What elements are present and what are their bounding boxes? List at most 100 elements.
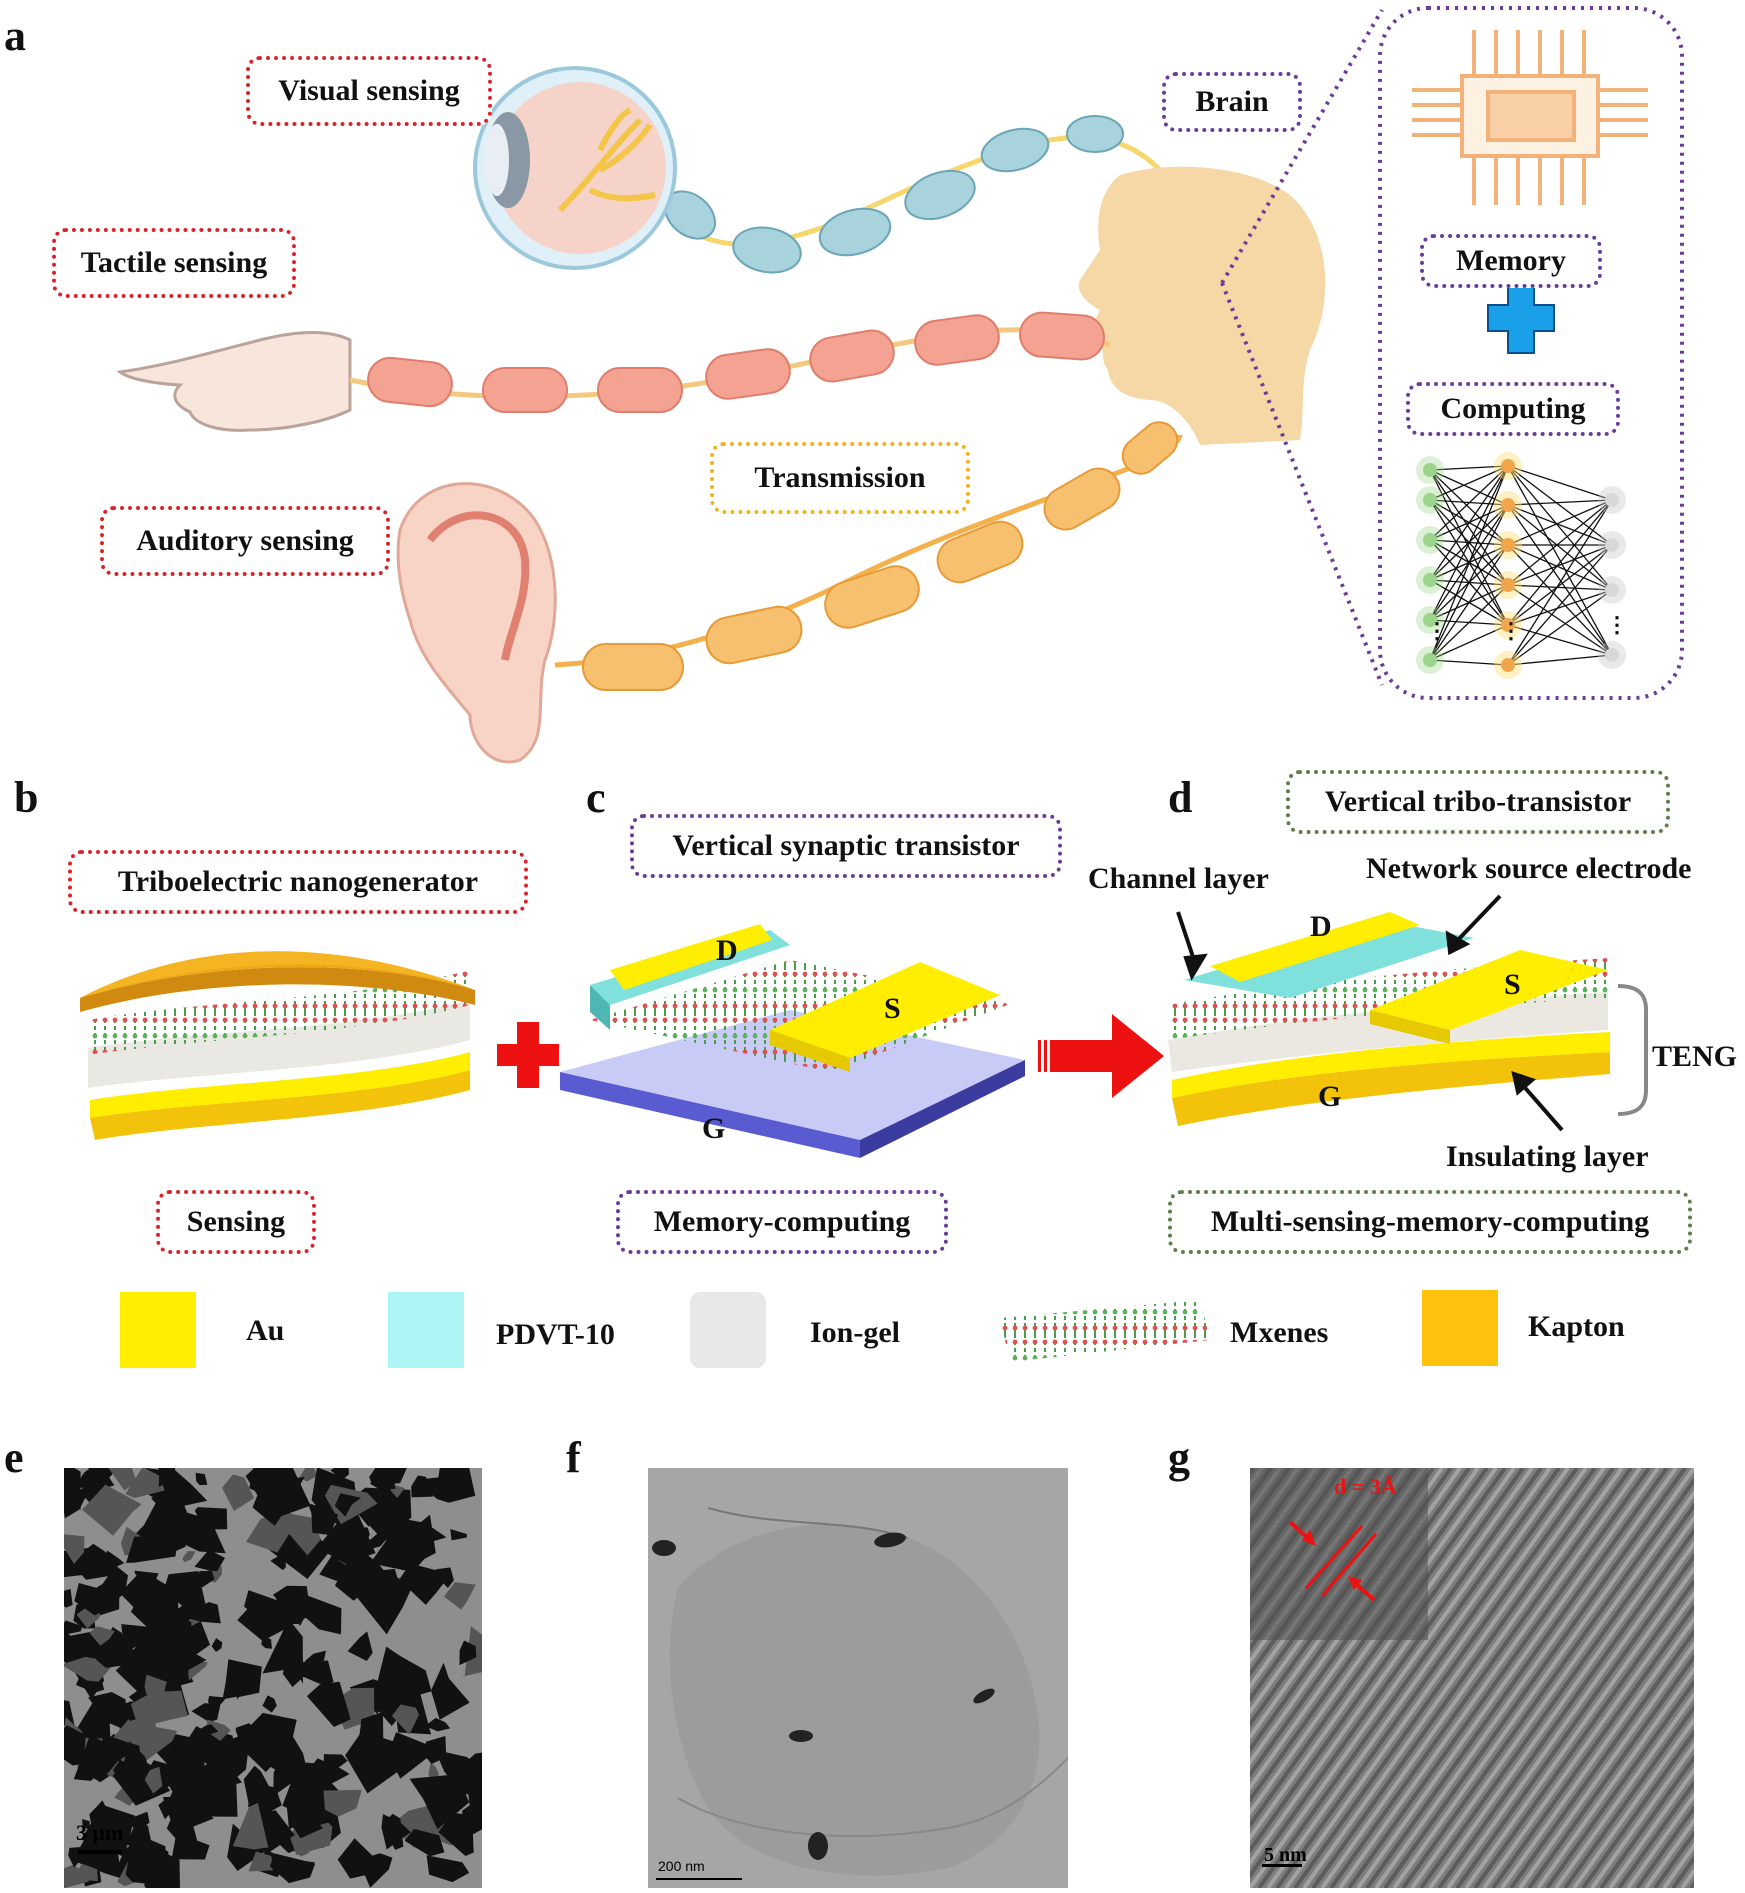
mxene-flake (158, 1468, 176, 1487)
lattice-fringe (1626, 1792, 1694, 1888)
lattice-fringe (1347, 1468, 1651, 1888)
tactile-sensing-label: Tactile sensing (52, 228, 296, 298)
mxene-flake (198, 1773, 232, 1806)
insulating-layer-label: Insulating layer (1446, 1140, 1649, 1173)
mxene-flake (386, 1656, 432, 1701)
mxene-flake (183, 1602, 221, 1624)
legend-label-kapton: Kapton (1528, 1310, 1625, 1343)
gate-label-c: G (702, 1112, 726, 1145)
lattice-fringe (1419, 1502, 1694, 1888)
mxene-flake (347, 1631, 373, 1662)
mxene-flake (141, 1497, 193, 1542)
source-label-d: S (1504, 968, 1521, 1001)
mxene-flake (64, 1865, 90, 1888)
mxene-flake (270, 1553, 286, 1571)
mxene-flake (125, 1468, 165, 1499)
mxene-flake (144, 1674, 167, 1695)
brain-zoom-box (1378, 6, 1684, 700)
lattice-fringe (1527, 1653, 1694, 1888)
legend-swatch-iongel (690, 1292, 766, 1368)
mxene-flake (425, 1717, 451, 1732)
teng-label: TENG (1652, 1040, 1738, 1073)
mxene-flake (113, 1759, 139, 1779)
mxene-flake (144, 1850, 180, 1888)
mxene-flake (139, 1609, 193, 1672)
mxene-flake (83, 1468, 118, 1482)
lattice-fringe (1257, 1468, 1561, 1888)
neural-network-diagram (1429, 465, 1613, 666)
tribo-transistor-title: Vertical tribo-transistor (1286, 770, 1670, 834)
lattice-fringe (1545, 1678, 1694, 1888)
legend-label-mxenes: Mxenes (1230, 1316, 1329, 1349)
mxene-flake (194, 1507, 228, 1530)
panel-label-f: f (566, 1433, 581, 1482)
panel-label-g: g (1168, 1433, 1190, 1482)
mxene-flake (82, 1484, 142, 1536)
mxene-flake (293, 1762, 323, 1792)
nn-dots-output: ⋮ (1606, 612, 1628, 637)
mxene-flake (222, 1474, 255, 1512)
scale-bar-e (78, 1850, 122, 1854)
lattice-fringe (1356, 1468, 1660, 1888)
mxene-flake (291, 1819, 323, 1839)
lattice-fringe (1473, 1577, 1694, 1888)
mxene-flake (334, 1493, 362, 1517)
mxene-flake (311, 1507, 339, 1535)
mxene-flake (409, 1774, 470, 1830)
mxene-flake (64, 1629, 78, 1667)
nn-output-node (1605, 538, 1619, 552)
lattice-fringe (1608, 1766, 1694, 1888)
lattice-fringe (1250, 1468, 1516, 1842)
legend-label-pdvt: PDVT-10 (496, 1318, 615, 1351)
lattice-fringe (1617, 1779, 1694, 1888)
lattice-fringe (1329, 1468, 1633, 1888)
mxene-flake (262, 1695, 277, 1713)
tribo-transistor-device (1168, 912, 1610, 1126)
mxene-flake (196, 1756, 243, 1790)
mxene-flake (430, 1662, 470, 1720)
mxene-flake (261, 1635, 272, 1649)
mxene-flake (82, 1818, 90, 1830)
mxene-flake (412, 1477, 433, 1493)
lattice-fringe (1446, 1540, 1694, 1888)
nn-input-node (1423, 463, 1437, 477)
mxene-flake (245, 1468, 288, 1506)
lattice-fringe (1599, 1754, 1694, 1888)
mxene-flake (64, 1588, 73, 1608)
mxene-flake (330, 1468, 349, 1481)
mxene-flake (243, 1724, 256, 1738)
tactile-nerve-segments (367, 311, 1105, 413)
mxene-flake (208, 1695, 227, 1715)
lattice-fringe (1455, 1552, 1694, 1888)
mxene-flake (88, 1691, 128, 1722)
lattice-fringe (1554, 1691, 1694, 1888)
lattice-fringe (1250, 1468, 1507, 1829)
lattice-fringe (1482, 1590, 1694, 1888)
lattice-fringe (1250, 1468, 1525, 1854)
mxene-flake (466, 1752, 482, 1779)
mxene-flake (435, 1567, 454, 1588)
mxene-flake (195, 1472, 208, 1486)
panel-label-d: d (1168, 773, 1193, 822)
mxene-flake (77, 1864, 98, 1882)
synaptic-transistor-title: Vertical synaptic transistor (630, 814, 1062, 878)
device-schematics (80, 894, 1648, 1158)
mxene-flake (64, 1731, 86, 1766)
mxene-flake (126, 1536, 178, 1563)
mxene-flake (182, 1551, 196, 1563)
memory-label: Memory (1420, 234, 1602, 288)
scale-label-e: 3 μm (76, 1820, 124, 1845)
mxene-flake (369, 1468, 407, 1486)
mxene-flake (443, 1582, 476, 1610)
lattice-fringe (1311, 1468, 1615, 1888)
panel-label-a: a (4, 11, 26, 60)
mxene-flake (89, 1626, 115, 1646)
sensing-caption: Sensing (156, 1190, 316, 1254)
mxene-flake (211, 1638, 223, 1652)
teng-bracket (1617, 984, 1648, 1116)
synaptic-transistor-device (560, 924, 1025, 1158)
lattice-spacing-label: d = 3Å (1334, 1474, 1397, 1499)
channel-layer-label: Channel layer (1088, 862, 1269, 895)
mxene-flake (267, 1731, 308, 1781)
